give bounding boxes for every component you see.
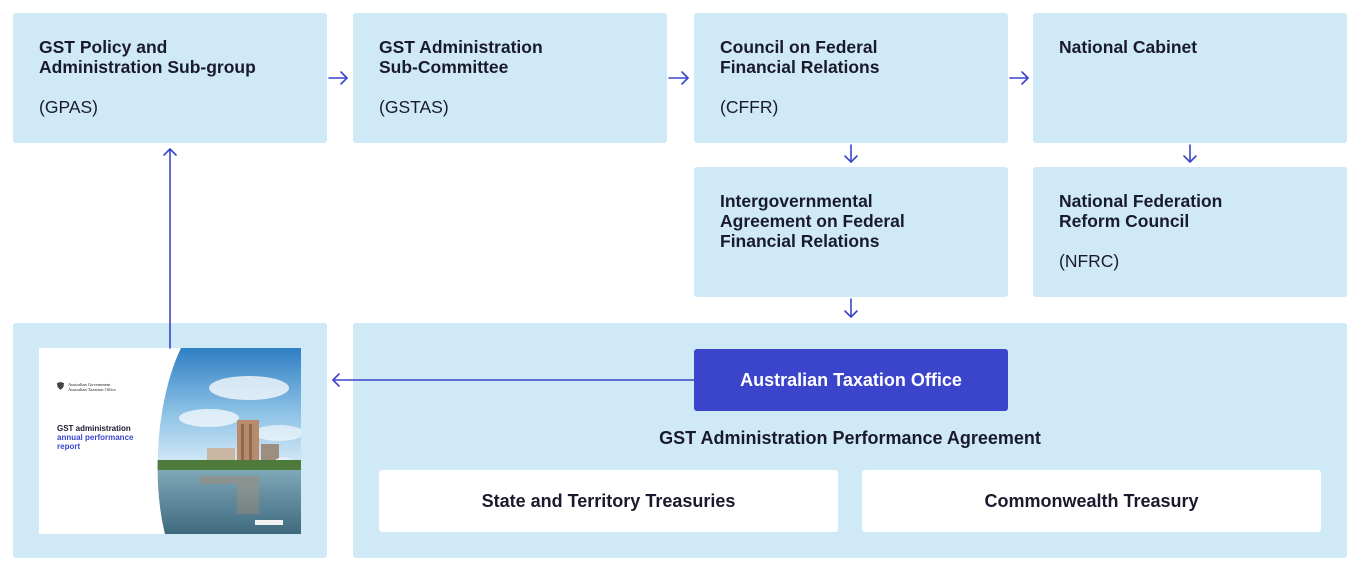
node-gpas-title: GST Policy and Administration Sub-group [39,37,256,77]
node-nfrc-title: National Federation Reform Council [1059,191,1223,231]
node-cffr: Council on Federal Financial Relations (… [694,13,1008,143]
arrow-cffr-to-iga [844,144,858,163]
arrow-gpas-to-gstas [328,71,348,85]
ato-label: Australian Taxation Office [740,369,962,390]
party-commonwealth-treasury: Commonwealth Treasury [862,470,1321,532]
report-cover-photo [157,348,301,534]
arrow-iga-to-agreement [844,298,858,318]
arrow-cffr-to-national-cabinet [1009,71,1029,85]
node-gpas-abbr: (GPAS) [39,97,98,117]
party-state-territory-treasuries-label: State and Territory Treasuries [481,490,736,511]
node-cffr-title: Council on Federal Financial Relations [720,37,880,77]
party-commonwealth-treasury-label: Commonwealth Treasury [984,490,1199,511]
report-cover-gov-line1: Australian Government [68,382,111,387]
report-cover-title-line1: GST administration [57,424,131,433]
ato-box: Australian Taxation Office [694,349,1008,411]
node-national-cabinet: National Cabinet [1033,13,1347,143]
arrow-national-cabinet-to-nfrc [1183,144,1197,163]
arrow-report-to-gpas [163,148,177,349]
node-gstas-abbr: (GSTAS) [379,97,449,117]
party-state-territory-treasuries: State and Territory Treasuries [379,470,838,532]
report-cover: Australian Government Australian Taxatio… [39,348,301,534]
report-cover-title-line2: annual performance report [57,433,134,451]
node-gpas: GST Policy and Administration Sub-group … [13,13,327,143]
node-cffr-abbr: (CFFR) [720,97,779,117]
arrow-gstas-to-cffr [668,71,689,85]
node-gstas: GST Administration Sub-Committee (GSTAS) [353,13,667,143]
agreement-title: GST Administration Performance Agreement [659,428,1041,448]
node-iga: Intergovernmental Agreement on Federal F… [694,167,1008,297]
node-gstas-title: GST Administration Sub-Committee [379,37,543,77]
coat-of-arms-icon [57,382,64,390]
node-nfrc-abbr: (NFRC) [1059,251,1120,271]
report-cover-gov-text: Australian Government Australian Taxatio… [68,382,116,392]
node-iga-title: Intergovernmental Agreement on Federal F… [720,191,905,251]
arrow-ato-to-report [332,373,695,387]
report-cover-gov-line2: Australian Taxation Office [68,387,117,392]
node-national-cabinet-title: National Cabinet [1059,37,1198,57]
node-nfrc: National Federation Reform Council (NFRC… [1033,167,1347,297]
